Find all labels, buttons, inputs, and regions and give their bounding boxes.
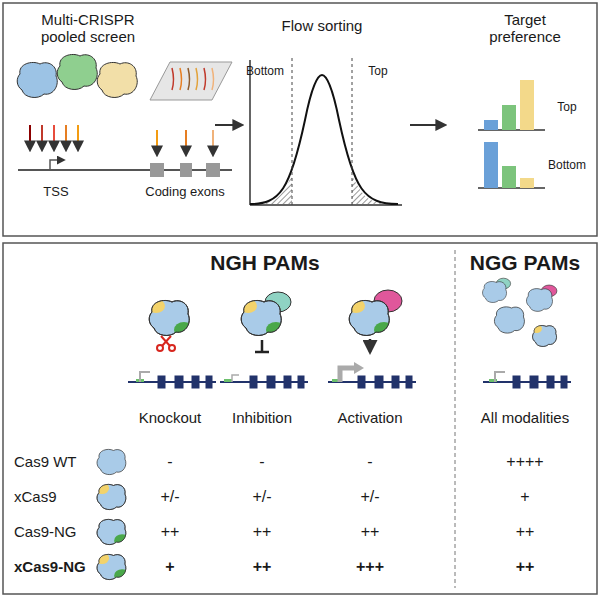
row-icons (95, 449, 130, 582)
inhibition-icon (239, 292, 291, 352)
label-text: All modalities (481, 409, 569, 426)
divider (455, 250, 456, 588)
top-panel (3, 3, 597, 236)
label-text: Activation (337, 409, 402, 426)
label-text: +/- (160, 488, 179, 506)
label-text: ++++ (506, 453, 543, 471)
label-text: TSS (43, 185, 68, 200)
step-arrow (215, 124, 242, 126)
label-text: Target preference (475, 11, 575, 46)
bar-charts (478, 80, 545, 188)
label-text: Inhibition (232, 409, 292, 426)
label-text: Top (368, 65, 387, 79)
label-text: - (367, 453, 372, 471)
label-text: xCas9-NG (14, 558, 86, 575)
label-text: Cas9 WT (14, 453, 77, 470)
label-text: NGH PAMs (210, 251, 319, 275)
label-text: ++ (516, 523, 535, 541)
label-text: Bottom (548, 159, 586, 173)
label-text: ++ (516, 558, 535, 576)
label-text: ++ (253, 558, 272, 576)
knockout-icon (147, 299, 194, 351)
bottom-panel (3, 243, 597, 594)
oligo-array (150, 62, 232, 100)
label-text: Top (557, 101, 576, 115)
ngg-icons (483, 278, 557, 346)
label-text: ++ (361, 523, 380, 541)
label-text: Multi-CRISPR pooled screen (23, 11, 153, 46)
label-text: Knockout (139, 409, 202, 426)
label-text: ++ (253, 523, 272, 541)
cas9-variants (17, 54, 137, 97)
label-text: +++ (356, 558, 384, 576)
label-text: Bottom (246, 65, 284, 79)
label-text: + (520, 488, 529, 506)
label-text: ++ (161, 523, 180, 541)
label-text: xCas9 (14, 488, 57, 505)
activation-icon (347, 290, 402, 352)
label-text: + (165, 558, 174, 576)
label-text: - (259, 453, 264, 471)
label-text: Cas9-NG (14, 523, 77, 540)
target-genes (128, 362, 571, 388)
label-text: NGG PAMs (470, 251, 580, 275)
histogram (250, 58, 402, 205)
gene-diagram (18, 125, 232, 177)
label-text: - (167, 453, 172, 471)
label-text: Flow sorting (282, 17, 363, 34)
label-text: Coding exons (145, 185, 225, 200)
step-arrow (410, 124, 445, 126)
label-text: +/- (252, 488, 271, 506)
label-text: +/- (360, 488, 379, 506)
